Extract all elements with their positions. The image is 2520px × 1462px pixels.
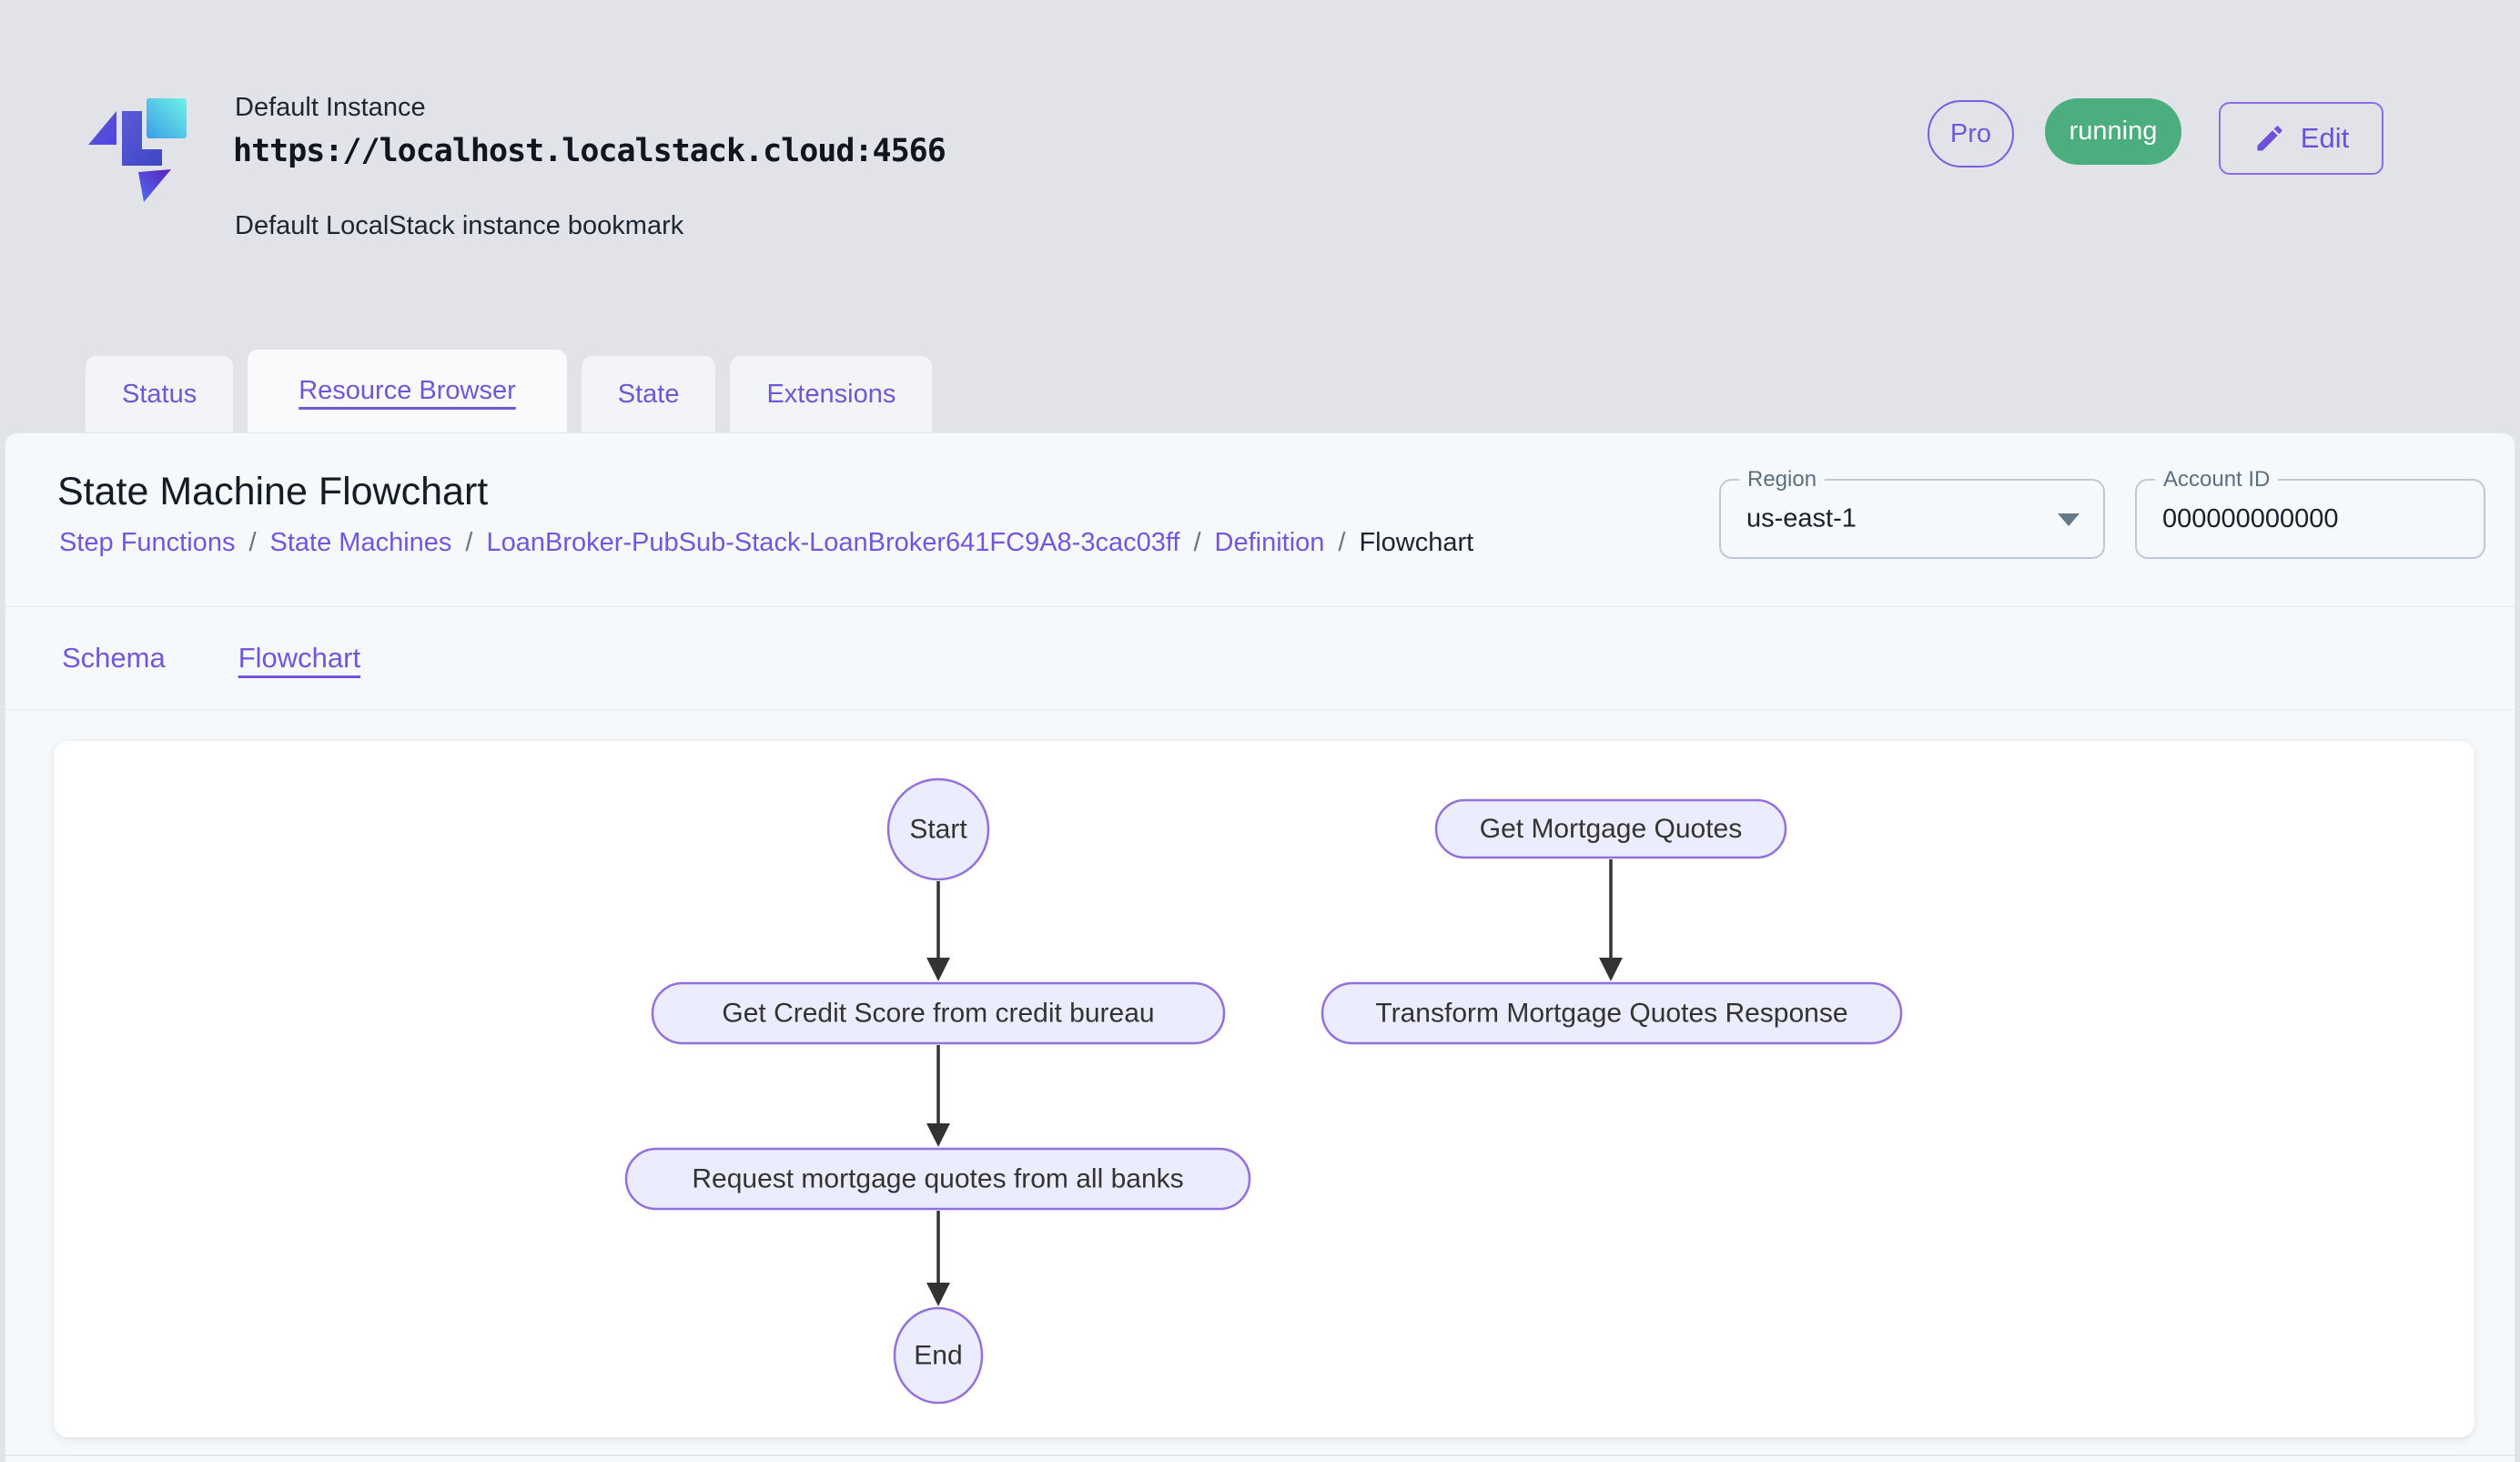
tab-resource-browser[interactable]: Resource Browser: [248, 350, 567, 432]
main-tabs: Status Resource Browser State Extensions: [86, 350, 933, 432]
breadcrumb: Step Functions / State Machines / LoanBr…: [59, 528, 1473, 558]
region-select[interactable]: Region us-east-1: [1719, 467, 2105, 559]
flowchart-node-get-mortgage-quotes: Get Mortgage Quotes: [1434, 798, 1787, 859]
tab-status[interactable]: Status: [86, 356, 234, 432]
subtab-flowchart[interactable]: Flowchart: [238, 642, 361, 674]
tab-state[interactable]: State: [581, 356, 716, 432]
breadcrumb-flowchart: Flowchart: [1359, 528, 1474, 557]
subtab-schema[interactable]: Schema: [62, 642, 166, 674]
pro-badge: Pro: [1928, 100, 2014, 168]
breadcrumb-definition[interactable]: Definition: [1214, 528, 1325, 557]
breadcrumb-separator: /: [465, 528, 473, 557]
account-id-field: Account ID: [2135, 467, 2485, 559]
tab-extensions-label: Extensions: [766, 379, 896, 409]
instance-description: Default LocalStack instance bookmark: [235, 211, 684, 240]
instance-url: https://localhost.localstack.cloud:4566: [233, 133, 946, 169]
tab-status-label: Status: [122, 379, 197, 409]
flowchart-node-get-credit-score: Get Credit Score from credit bureau: [651, 981, 1226, 1045]
page-title: State Machine Flowchart: [57, 470, 489, 513]
breadcrumb-state-machines[interactable]: State Machines: [269, 528, 452, 557]
tab-extensions[interactable]: Extensions: [730, 356, 933, 432]
flowchart-node-start: Start: [886, 777, 990, 881]
breadcrumb-separator: /: [1193, 528, 1201, 557]
breadcrumb-separator: /: [1338, 528, 1346, 557]
resource-browser-panel: State Machine Flowchart Step Functions /…: [5, 432, 2515, 1462]
status-badge: running: [2045, 98, 2181, 165]
region-select-label: Region: [1739, 467, 1826, 493]
flowchart-node-label: End: [914, 1341, 962, 1371]
region-select-value: us-east-1: [1746, 503, 1857, 533]
localstack-logo: [88, 98, 187, 202]
breadcrumb-step-functions[interactable]: Step Functions: [59, 528, 236, 557]
definition-subtabs: Schema Flowchart: [62, 607, 360, 709]
dropdown-arrow-icon: [2058, 513, 2080, 526]
flowchart-node-label: Start: [909, 815, 967, 845]
edit-button[interactable]: Edit: [2219, 102, 2383, 175]
divider: [5, 606, 2515, 607]
flowchart-node-label: Get Mortgage Quotes: [1480, 814, 1743, 844]
tab-resource-browser-label: Resource Browser: [299, 376, 516, 405]
edit-button-label: Edit: [2300, 122, 2350, 154]
flowchart-node-request-quotes: Request mortgage quotes from all banks: [624, 1147, 1251, 1211]
flowchart-node-label: Transform Mortgage Quotes Response: [1375, 999, 1847, 1029]
flowchart-node-transform-response: Transform Mortgage Quotes Response: [1321, 981, 1903, 1045]
pro-badge-label: Pro: [1949, 118, 1992, 148]
flowchart-node-label: Get Credit Score from credit bureau: [722, 999, 1154, 1029]
divider: [5, 709, 2515, 710]
divider: [5, 1455, 2515, 1456]
pencil-icon: [2257, 126, 2282, 151]
flowchart-node-label: Request mortgage quotes from all banks: [692, 1164, 1183, 1194]
breadcrumb-state-machine-name[interactable]: LoanBroker-PubSub-Stack-LoanBroker641FC9…: [486, 528, 1180, 557]
breadcrumb-separator: /: [248, 528, 257, 557]
tab-state-label: State: [617, 379, 680, 409]
status-badge-label: running: [2069, 117, 2158, 146]
instance-name: Default Instance: [235, 93, 426, 122]
flowchart-node-end: End: [893, 1306, 984, 1405]
account-id-input[interactable]: [2162, 481, 2463, 557]
